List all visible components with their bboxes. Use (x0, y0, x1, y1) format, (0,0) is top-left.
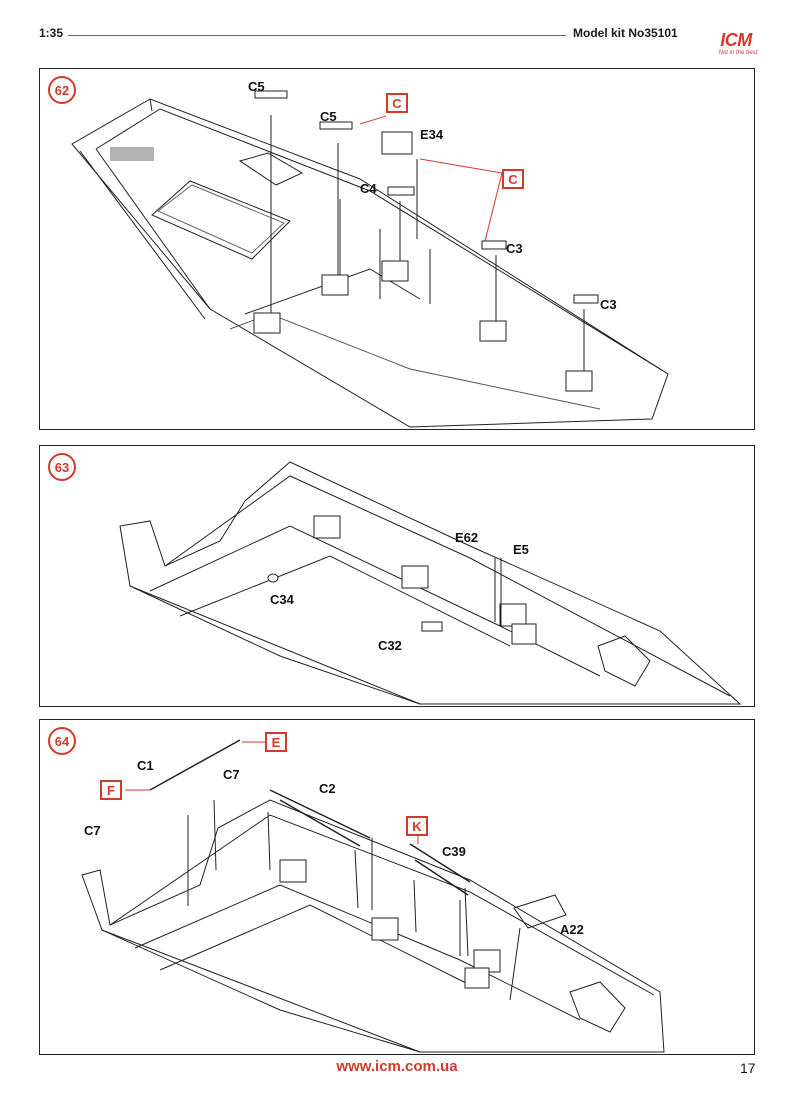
part-label: C1 (137, 758, 154, 773)
icm-logo: ICM Not in the best (708, 22, 764, 60)
part-label: C3 (600, 297, 617, 312)
part-label: E34 (420, 127, 444, 142)
step-number: 64 (48, 727, 76, 755)
part-label: C4 (360, 181, 377, 196)
part-label: C7 (84, 823, 101, 838)
reference-box: F (100, 780, 122, 800)
hull-interior-drawing (119, 461, 742, 705)
step-64-panel: 64 (39, 719, 755, 1055)
part-label: C39 (442, 844, 466, 859)
step-62-panel: 62 (39, 68, 755, 430)
website-link[interactable]: www.icm.com.ua (336, 1058, 458, 1075)
reference-box: E (265, 732, 287, 752)
part-label: C3 (506, 241, 523, 256)
reference-box: K (406, 816, 428, 836)
logo-text: ICM (720, 30, 752, 50)
part-label: E62 (455, 530, 479, 545)
step-number: 63 (48, 453, 76, 481)
scale-label: 1:35 (39, 26, 64, 40)
part-label: E5 (513, 542, 529, 557)
part-label: C32 (378, 638, 402, 653)
part-label: C34 (270, 592, 294, 607)
part-label: C5 (248, 79, 265, 94)
reference-box: C (386, 93, 408, 113)
reference-box: C (502, 169, 524, 189)
part-label: C7 (223, 767, 240, 782)
header-rule (68, 35, 566, 36)
part-label: C2 (319, 781, 336, 796)
page-number: 17 (740, 1060, 756, 1076)
kit-number: Model kit No35101 (573, 26, 678, 40)
logo-slogan: Not in the best (718, 50, 758, 56)
step-63-panel: 63 E62 E5 C34 C32 (39, 445, 755, 707)
hull-interior-drawing (71, 90, 669, 428)
step-number: 62 (48, 76, 76, 104)
hull-interior-drawing (81, 739, 665, 1053)
part-label: A22 (560, 922, 584, 937)
part-label: C5 (320, 109, 337, 124)
